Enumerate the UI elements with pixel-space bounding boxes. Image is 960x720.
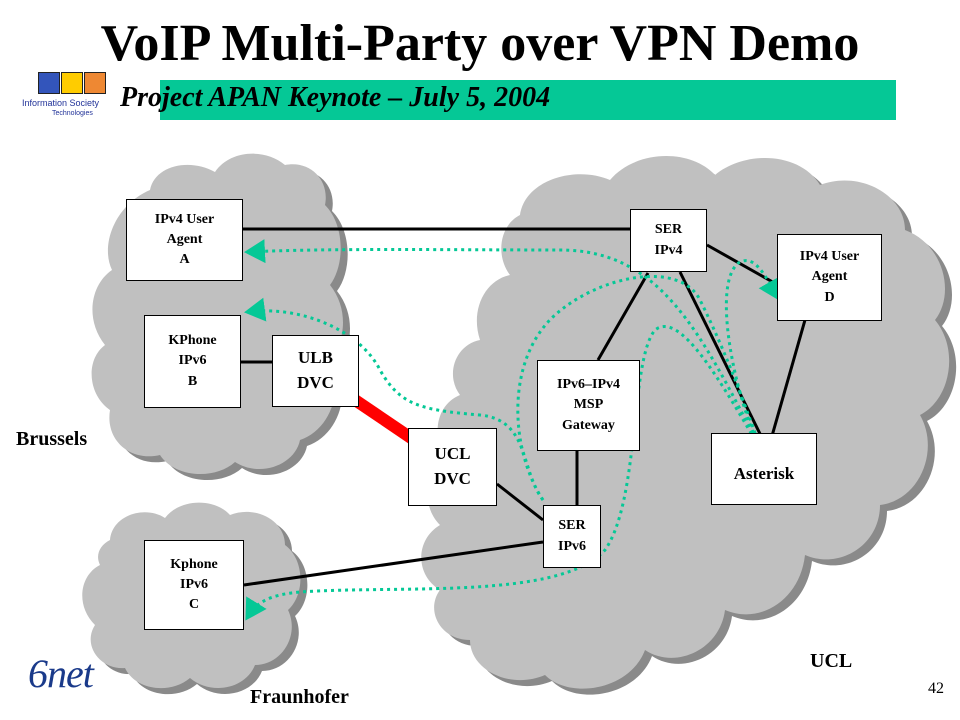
kphone-b-line-2: IPv6 [178, 353, 207, 369]
link-ucl-dvc-ser-ipv6 [496, 482, 544, 522]
ua-a-line-1: IPv4 User [154, 211, 215, 227]
region-label-fraunhofer: Fraunhofer [250, 686, 349, 708]
ulb-dvc: ULB DVC [272, 335, 359, 407]
kphone-c-line-2: IPv6 [180, 576, 208, 592]
signaling-paths [244, 239, 780, 621]
ua-a-line-2: Agent [166, 231, 203, 247]
page-title: VoIP Multi-Party over VPN Demo [100, 15, 860, 72]
signal-to-kphone-c [245, 325, 764, 621]
ist-logo-icon [38, 72, 106, 94]
ulb-dvc-line-1: ULB [298, 348, 333, 368]
physical-links [241, 227, 807, 587]
ua-d-line-3: D [824, 289, 835, 305]
ist-logo: Information Society Technologies [22, 72, 122, 124]
ser-ipv4-line-2: IPv4 [654, 242, 683, 258]
asterisk-label: Asterisk [733, 464, 795, 483]
link-gateway-ser-ipv4 [596, 272, 650, 361]
signal-to-ua-d [724, 259, 780, 453]
gateway-line-1: IPv6–IPv4 [557, 377, 620, 393]
ist-logo-text-2: Technologies [52, 110, 93, 117]
ipv4-user-agent-a: IPv4 User Agent A [126, 199, 243, 281]
kphone-c-line-3: C [188, 597, 200, 613]
kphone-c-line-1: Kphone [170, 556, 218, 572]
kphone-ipv6-b: KPhone IPv6 B [144, 315, 241, 408]
page-subtitle: Project APAN Keynote – July 5, 2004 [120, 82, 551, 113]
title-banner [160, 80, 896, 120]
ucl-dvc: UCL DVC [408, 428, 497, 506]
vpn-tunnel [351, 395, 418, 445]
ua-a-line-3: A [179, 252, 190, 268]
link-ua-d-asterisk [766, 319, 807, 451]
link-kphone-c-ser-ipv6 [243, 540, 544, 587]
kphone-b-line-1: KPhone [168, 333, 217, 349]
ser-ipv6-line-2: IPv6 [558, 538, 586, 554]
asterisk-server: Asterisk [711, 433, 817, 505]
ser-ipv6-line-1: SER [558, 518, 586, 534]
region-label-brussels: Brussels [16, 428, 88, 450]
ua-d-line-1: IPv4 User [799, 249, 860, 265]
ulb-dvc-line-2: DVC [297, 373, 334, 392]
ucl-dvc-line-2: DVC [434, 469, 471, 488]
ist-logo-text-1: Information Society [22, 98, 100, 108]
6net-logo: 6net [28, 651, 94, 696]
ser-ipv4: SER IPv4 [630, 209, 707, 272]
gateway-line-2: MSP [573, 397, 604, 413]
kphone-ipv6-c: Kphone IPv6 C [144, 540, 244, 630]
ser-ipv4-line-1: SER [654, 222, 683, 238]
ser-ipv6: SER IPv6 [543, 505, 601, 568]
signal-gateway-loop [516, 275, 764, 501]
gateway-line-3: Gateway [562, 417, 615, 433]
link-ser-ipv4-asterisk [678, 271, 770, 451]
ucl-dvc-line-1: UCL [434, 444, 471, 464]
signal-to-ua-a [244, 239, 764, 453]
ua-d-line-2: Agent [811, 269, 848, 285]
page-number: 42 [928, 680, 944, 697]
ipv6-ipv4-msp-gateway: IPv6–IPv4 MSP Gateway [537, 360, 640, 451]
ipv4-user-agent-d: IPv4 User Agent D [777, 234, 882, 321]
kphone-b-line-3: B [187, 373, 198, 389]
region-label-ucl: UCL [810, 650, 853, 672]
